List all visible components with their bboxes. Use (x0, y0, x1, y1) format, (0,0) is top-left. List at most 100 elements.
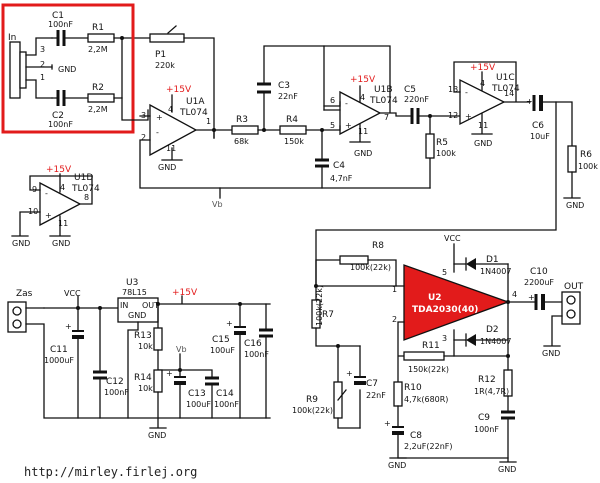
schematic-label: GND (388, 461, 406, 470)
schematic-label: + (526, 97, 533, 106)
schematic-label: C3 (278, 81, 290, 91)
schematic-label: 11 (358, 127, 368, 136)
highlight-box (1, 3, 135, 134)
schematic-label: 100uF (210, 346, 235, 355)
schematic-label: TDA2030(40) (412, 305, 478, 315)
schematic-label: GND (354, 149, 372, 158)
schematic-label: 4 (512, 290, 517, 299)
schematic-label: + (528, 293, 535, 302)
schematic-label: 78L15 (122, 288, 147, 297)
capacitor-C13: + C13 100uF (166, 369, 211, 409)
amplifier-U2: U2 TDA2030(40) 1 2 3 4 5 (392, 264, 517, 343)
schematic-label: +15V (470, 63, 496, 73)
schematic-label: R4 (286, 115, 298, 125)
schematic-label: 7 (384, 113, 389, 122)
schematic-label: C11 (50, 345, 68, 355)
schematic-label: 22nF (366, 391, 386, 400)
opamp-U1A: - + +15V U1A TL074 3 2 4 11 1 GND (141, 85, 211, 172)
schematic-label: 220k (155, 61, 175, 70)
schematic-label: +15V (172, 288, 198, 298)
schematic-label: +15V (350, 75, 376, 85)
schematic-label: 1N4007 (480, 267, 511, 276)
schematic-label: 6 (330, 96, 335, 105)
resistor-R9: R9 100k(22k) (292, 381, 347, 419)
resistor-R1: R1 2,2M (87, 23, 115, 54)
schematic-label: + (384, 419, 391, 428)
opamp-U1D: - + +15V U1D TL074 9 10 4 11 8 GND GND (11, 165, 100, 248)
schematic-label: C1 (52, 11, 64, 21)
schematic-label: R9 (306, 395, 318, 405)
schematic-label: 100k(22k) (292, 406, 333, 415)
schematic-label: 10k (138, 384, 153, 393)
schematic-label: 5 (330, 121, 335, 130)
input-label: In (8, 33, 16, 43)
schematic-label: 4 (60, 183, 65, 192)
schematic-label: GND (128, 311, 146, 320)
schematic-label: C2 (52, 111, 64, 121)
schematic-label: 12 (448, 111, 458, 120)
opamp-U1B: - + +15V U1B TL074 6 5 4 11 7 GND (330, 75, 398, 158)
schematic-label: 68k (234, 137, 249, 146)
schematic-label: 100nF (474, 425, 499, 434)
schematic-label: 2,2M (88, 105, 108, 114)
schematic-label: 1 (392, 285, 397, 294)
schematic-label: 100k (578, 162, 598, 171)
capacitor-C11: + C11 1000uF (44, 307, 84, 419)
schematic-label: C7 (366, 379, 378, 389)
schematic-label: + (166, 369, 173, 378)
schematic-label: R12 (478, 375, 496, 385)
schematic-label: R6 (580, 150, 592, 160)
capacitor-C5: C5 220nF (404, 85, 429, 124)
schematic-label: + (226, 319, 233, 328)
schematic-label: + (156, 113, 163, 122)
capacitor-C9: C9 100nF GND (474, 410, 517, 474)
schematic-label: + (346, 369, 353, 378)
schematic-label: 100nF (104, 388, 129, 397)
resistor-R2: R2 2,2M (87, 83, 115, 114)
schematic-label: 22nF (278, 92, 298, 101)
schematic-label: R2 (92, 83, 104, 93)
schematic-label: - (156, 128, 159, 137)
opamp-U1C: - + +15V U1C TL074 13 12 4 11 14 GND (448, 63, 520, 148)
schematic-label: C6 (532, 121, 544, 131)
diode-D1: D1 1N4007 (453, 255, 511, 276)
schematic-label: 100nF (214, 400, 239, 409)
schematic-label: GND (52, 239, 70, 248)
resistor-R5: R5 100k (425, 115, 456, 189)
schematic-label: R3 (236, 115, 248, 125)
schematic-label: R5 (436, 138, 448, 148)
schematic-label: 8 (84, 193, 89, 202)
capacitor-C3: C3 22nF (257, 45, 325, 131)
schematic-label: + (465, 112, 472, 121)
potentiometer-P1: P1 220k (149, 25, 215, 139)
schematic-label: U3 (126, 278, 138, 288)
schematic-label: GND (474, 139, 492, 148)
schematic-label: C9 (478, 413, 490, 423)
capacitor-C15: + C15 100uF (210, 303, 246, 419)
schematic-label: VCC (444, 234, 461, 243)
schematic-label: U2 (428, 293, 442, 303)
schematic-label: R13 (134, 331, 152, 341)
schematic-label: D2 (486, 325, 499, 335)
schematic-label: - (465, 88, 468, 97)
schematic-label: 100nF (48, 20, 73, 29)
schematic-label: 3 (40, 45, 45, 54)
schematic-label: + (345, 121, 352, 130)
resistor-R3: R3 68k (231, 115, 259, 146)
schematic-label: Vb (176, 345, 187, 354)
schematic-label: TL074 (369, 96, 398, 106)
diode-D2: D2 1N4007 (453, 325, 511, 347)
resistor-R14: R14 10k GND (134, 369, 167, 440)
schematic-label: U1B (374, 85, 393, 95)
schematic-label: - (45, 189, 48, 198)
schematic-label: 150k (284, 137, 304, 146)
schematic-label: - (345, 99, 348, 108)
schematic-label: P1 (155, 50, 166, 60)
resistor-R11: R11 150k(22k) (403, 341, 449, 374)
schematic-label: 2 (40, 60, 45, 69)
footer-url: http://mirley.firlej.org (24, 465, 197, 479)
capacitor-C4: C4 4,7nF (315, 129, 353, 189)
schematic-label: 100k (436, 149, 456, 158)
